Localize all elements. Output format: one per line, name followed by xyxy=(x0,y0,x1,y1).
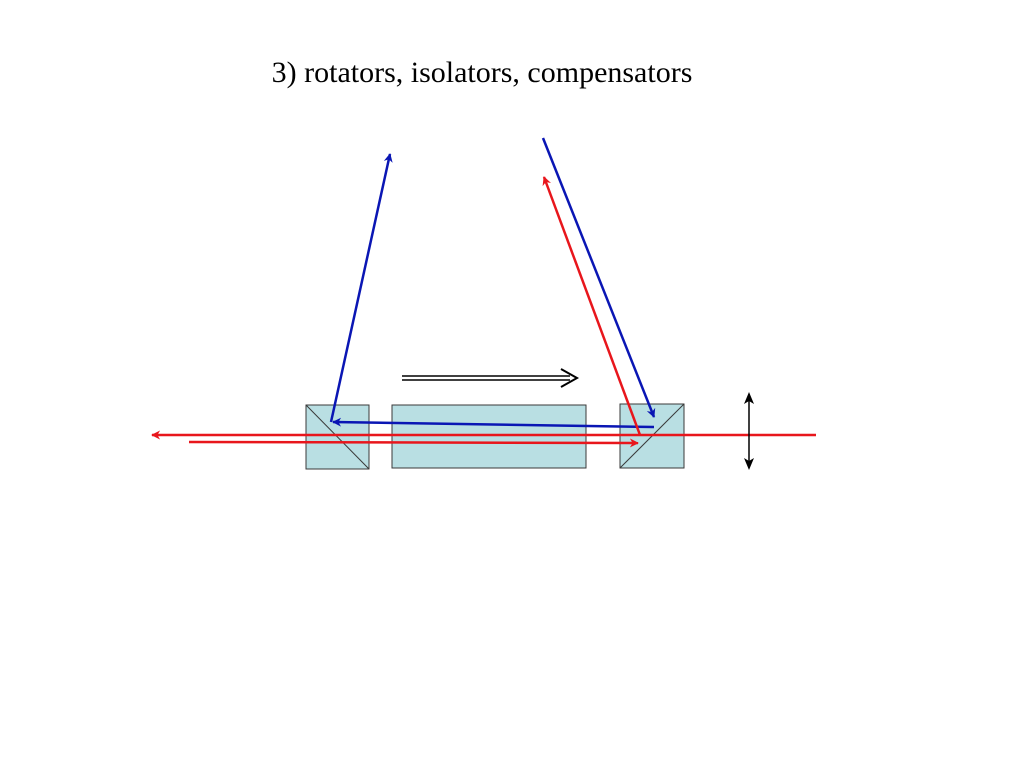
field-arrow-head xyxy=(560,368,580,388)
polarization-arrow-head-top xyxy=(744,392,754,404)
red-beam-path xyxy=(151,176,816,448)
blue-incoming-ray xyxy=(541,137,656,418)
left-cube-diagonal xyxy=(305,404,370,470)
blue-beam-path xyxy=(329,137,656,429)
polarization-arrow-head-bottom xyxy=(744,458,754,470)
red-deflected-ray xyxy=(542,176,642,436)
blue-deflected-ray xyxy=(329,153,393,423)
polarization-arrow xyxy=(744,392,754,470)
faraday-rotator xyxy=(391,404,587,469)
faraday-rotator-body xyxy=(391,404,587,469)
left-beam-splitter-cube xyxy=(305,404,370,470)
blue-return-ray xyxy=(332,417,655,429)
slide-title: 3) rotators, isolators, compensators xyxy=(271,56,693,89)
red-forward-ray xyxy=(188,438,639,448)
field-direction-arrow xyxy=(402,368,580,388)
